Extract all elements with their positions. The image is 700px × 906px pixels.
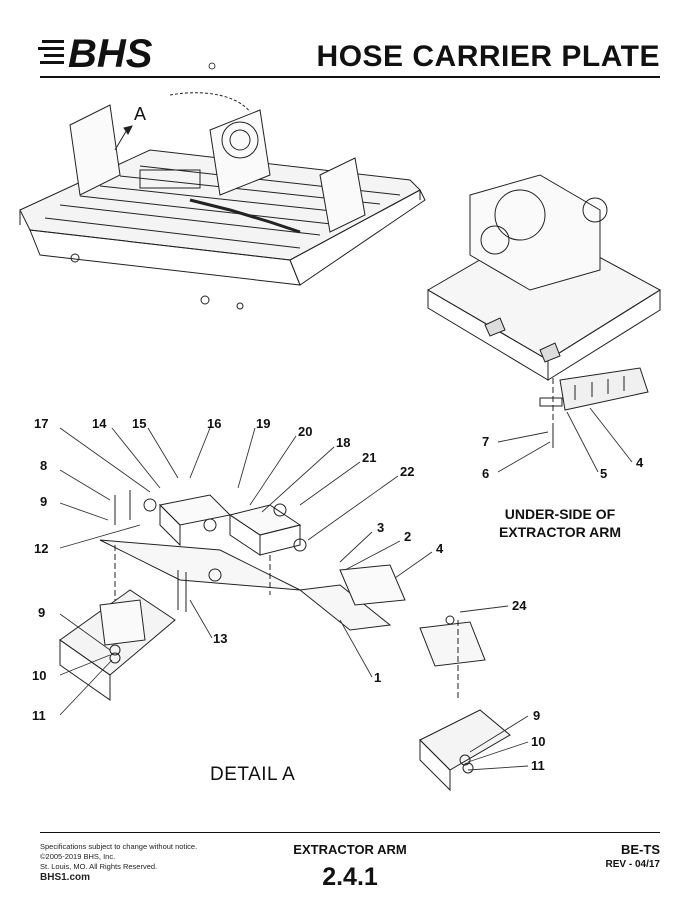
callout-11-lower: 11 (32, 708, 46, 723)
underside-caption: UNDER-SIDE OF EXTRACTOR ARM (490, 505, 630, 541)
callout-11-right: 11 (531, 758, 545, 773)
callout-10-lower: 10 (32, 668, 46, 683)
page-title: HOSE CARRIER PLATE (316, 40, 660, 73)
footer-doc-code: BE-TS (621, 842, 660, 857)
footer-legal: Specifications subject to change without… (40, 842, 197, 883)
logo-text: BHS (68, 32, 153, 74)
underside-caption-line-2: EXTRACTOR ARM (498, 524, 622, 540)
bhs-logo: BHS (38, 30, 218, 76)
underside-caption-line-1: UNDER-SIDE OF (504, 506, 616, 522)
callout-9-right: 9 (533, 708, 540, 723)
callout-8: 8 (40, 458, 47, 473)
footer-disclaimer: Specifications subject to change without… (40, 842, 198, 851)
callout-10-right: 10 (531, 734, 545, 749)
footer-revision: REV - 04/17 (605, 859, 660, 870)
footer-code-block: BE-TS REV - 04/17 (606, 842, 660, 870)
callout-1: 1 (374, 670, 381, 685)
footer-rule (40, 832, 660, 833)
callout-12: 12 (34, 541, 48, 556)
callout-5: 5 (600, 466, 607, 481)
footer-section-number: 2.4.1 (322, 863, 378, 891)
footer-address: St. Louis, MO. All Rights Reserved. (40, 862, 158, 871)
footer-section-name: EXTRACTOR ARM (293, 842, 407, 857)
callout-9-lower: 9 (38, 605, 45, 620)
header-rule (40, 76, 660, 78)
detail-a-illustration (59, 490, 511, 792)
callout-2: 2 (404, 529, 411, 544)
callout-20: 20 (298, 424, 312, 439)
footer-copyright: ©2005-2019 BHS, Inc. (40, 852, 116, 861)
callout-leaders (59, 407, 633, 771)
callout-13: 13 (213, 631, 227, 646)
detail-a-label: DETAIL A (210, 764, 296, 785)
footer-section-block: EXTRACTOR ARM 2.4.1 (270, 842, 430, 892)
extractor-frame-illustration (19, 92, 426, 310)
underside-illustration (427, 174, 661, 448)
callout-24: 24 (512, 598, 527, 613)
view-label-a: A (134, 104, 147, 124)
footer-website: BHS1.com (40, 872, 91, 883)
callout-18: 18 (336, 435, 350, 450)
callout-9: 9 (40, 494, 47, 509)
callout-14: 14 (92, 416, 107, 431)
callout-17: 17 (34, 416, 48, 431)
callout-19: 19 (256, 416, 270, 431)
callout-15: 15 (132, 416, 146, 431)
callout-numbers: 17 14 15 16 19 20 18 21 22 8 9 12 3 2 4 … (32, 416, 644, 773)
callout-22: 22 (400, 464, 414, 479)
callout-7: 7 (482, 434, 489, 449)
callout-6: 6 (482, 466, 489, 481)
callout-21: 21 (362, 450, 376, 465)
callout-4-underside: 4 (636, 455, 644, 470)
callout-16: 16 (207, 416, 221, 431)
callout-3: 3 (377, 520, 384, 535)
callout-4: 4 (436, 541, 444, 556)
